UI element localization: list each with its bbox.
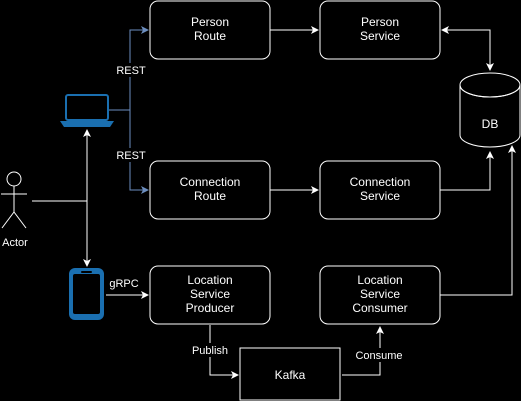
actor-label: Actor [2,237,28,249]
location-consumer-node[interactable]: Location Service Consumer [319,265,441,325]
edge-label-publish: Publish [190,343,230,357]
rest-label: REST [116,65,146,77]
person-service-node[interactable]: Person Service [319,0,441,60]
node-label-line: Producer [186,301,235,315]
kafka-node[interactable]: Kafka [239,347,341,401]
node-label-line: Person [191,15,229,29]
node-label-line: Route [194,189,226,203]
grpc-label: gRPC [109,278,138,290]
node-label-line: Consumer [352,301,407,315]
node-label-line: Service [190,287,230,301]
node-label-line: Connection [350,175,411,189]
node-label: DB [482,117,499,131]
publish-label: Publish [192,345,228,357]
connection-service-node[interactable]: Connection Service [319,160,441,220]
edge-producer-to-kafka [209,325,239,379]
node-label-line: Location [187,273,232,287]
db-node[interactable]: DB [459,72,521,148]
node-label-line: Location [357,273,402,287]
rest-label: REST [116,150,146,162]
edge-label-grpc: gRPC [109,278,138,290]
edge-label-consume: Consume [354,348,404,362]
edge-person-service-to-db [441,26,494,71]
edge-label-rest-bottom: REST [114,148,148,162]
edges [32,26,516,379]
node-label-line: Person [361,15,399,29]
node-label-line: Connection [180,175,241,189]
edge-label-rest-top: REST [114,63,148,77]
person-route-node[interactable]: Person Route [149,0,271,60]
smartphone-icon[interactable] [69,268,104,320]
laptop-icon[interactable] [60,94,114,127]
node-label: Kafka [275,368,306,382]
node-label-line: Service [360,29,400,43]
node-label-line: Service [360,189,400,203]
consume-label: Consume [355,350,402,362]
node-label-line: Route [194,29,226,43]
node-label-line: Service [360,287,400,301]
connection-route-node[interactable]: Connection Route [149,160,271,220]
edge-location-consumer-to-db [440,145,516,296]
person-stick-figure-icon[interactable]: Actor [1,171,28,249]
edge-connection-service-to-db [440,151,494,191]
edge-kafka-to-consumer [342,326,384,376]
location-producer-node[interactable]: Location Service Producer [149,265,271,325]
